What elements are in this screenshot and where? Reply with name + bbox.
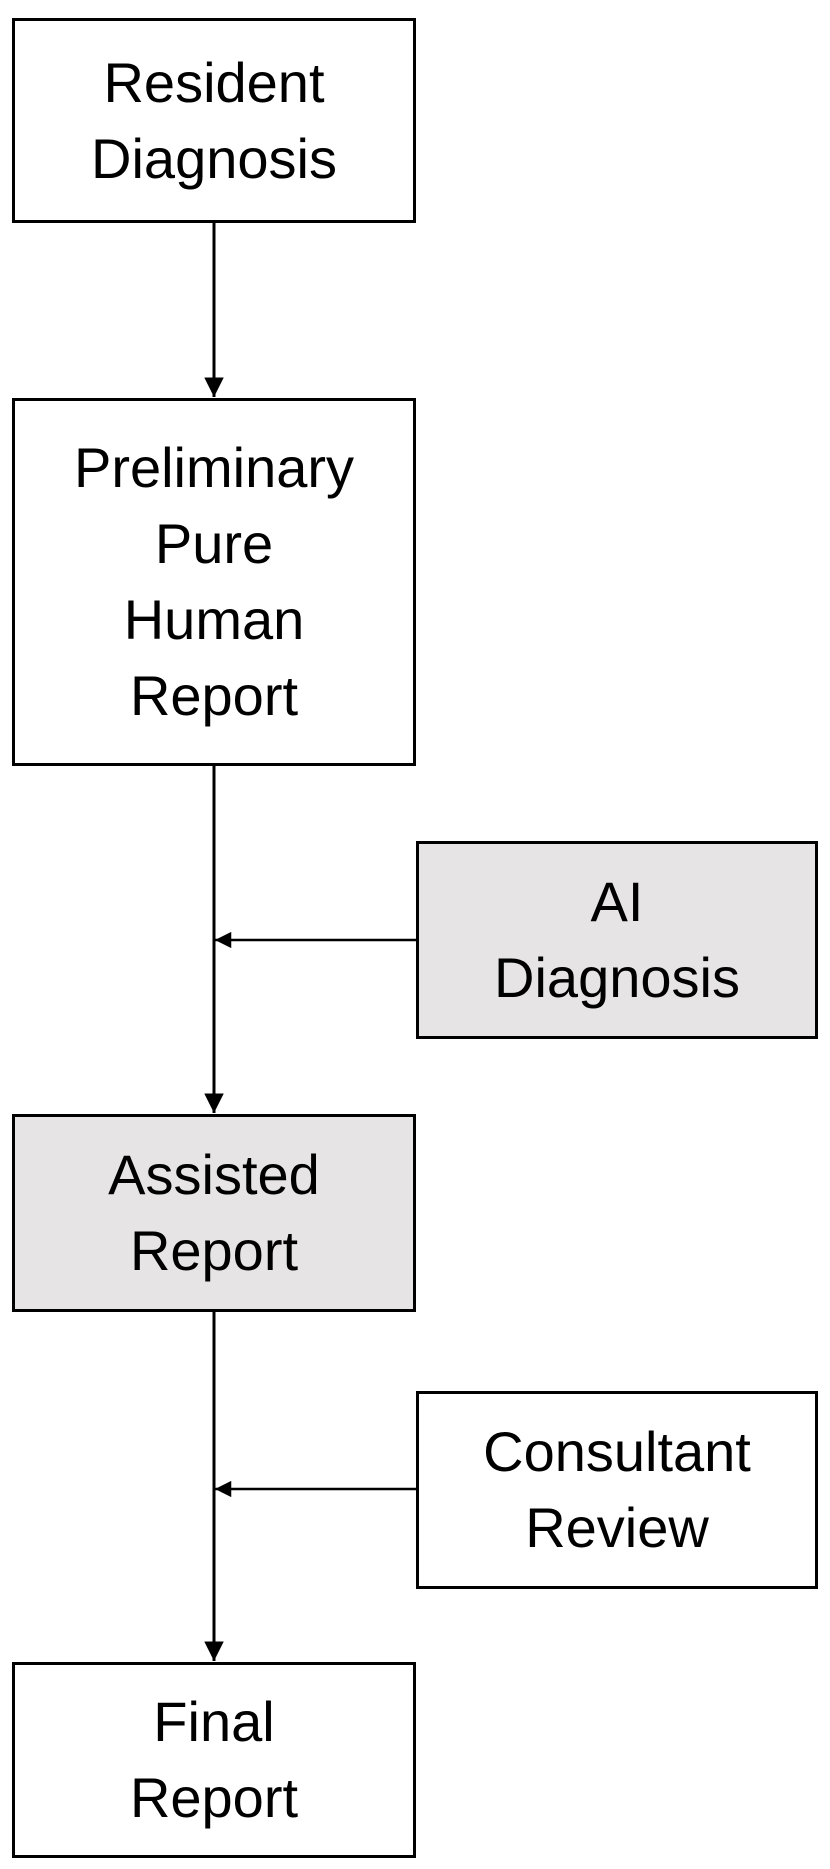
preliminary-report-label-line-2: Pure (154, 512, 274, 575)
resident-diagnosis-box: Resident Diagnosis (12, 18, 416, 223)
final-report-label-line-2: Report (129, 1766, 299, 1829)
preliminary-report-label-line-4: Report (129, 664, 299, 727)
preliminary-report-box: Preliminary Pure Human Report (12, 398, 416, 766)
preliminary-report-label-line-3: Human (123, 588, 305, 651)
preliminary-report-label-line-1: Preliminary (73, 436, 355, 499)
assisted-report-box: Assisted Report (12, 1114, 416, 1312)
assisted-report-label-line-2: Report (129, 1219, 299, 1282)
ai-diagnosis-box: AI Diagnosis (416, 841, 818, 1039)
assisted-report-label-line-1: Assisted (108, 1143, 320, 1206)
resident-diagnosis-label-line-2: Diagnosis (91, 126, 337, 190)
consultant-review-label-line-2: Review (525, 1496, 709, 1559)
consultant-review-label-line-1: Consultant (483, 1420, 751, 1483)
ai-diagnosis-label-line-1: AI (590, 870, 644, 933)
ai-diagnosis-label-line-2: Diagnosis (494, 946, 740, 1009)
final-report-box: Final Report (12, 1662, 416, 1858)
final-report-label-line-1: Final (153, 1690, 275, 1753)
consultant-review-box: Consultant Review (416, 1391, 818, 1589)
resident-diagnosis-label-line-1: Resident (103, 50, 325, 114)
